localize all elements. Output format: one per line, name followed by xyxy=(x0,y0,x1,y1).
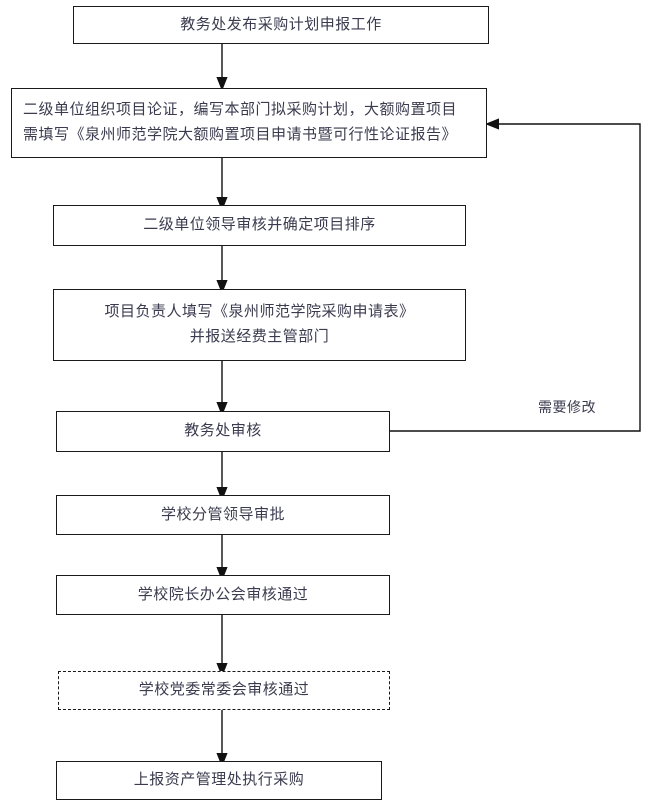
node-project-owner-fill-form[interactable]: 项目负责人填写《泉州师范学院采购申请表》 并报送经费主管部门 xyxy=(53,289,466,361)
node-presidents-office-meeting-line-1: 学校院长办公会审核通过 xyxy=(137,586,309,603)
node-party-committee-meeting-line-1: 学校党委常委会审核通过 xyxy=(138,682,310,698)
node-academic-affairs-review-line-1: 教务处审核 xyxy=(184,423,262,439)
node-publish-plan[interactable]: 教务处发布采购计划申报工作 xyxy=(73,6,489,44)
node-school-leader-approval-line-1: 学校分管领导审批 xyxy=(160,506,285,523)
node-report-asset-management[interactable]: 上报资产管理处执行采购 xyxy=(56,761,382,800)
node-project-owner-fill-form-line-1: 项目负责人填写《泉州师范学院采购申请表》 xyxy=(104,304,415,320)
node-unit-leader-review[interactable]: 二级单位领导审核并确定项目排序 xyxy=(53,205,466,246)
node-presidents-office-meeting[interactable]: 学校院长办公会审核通过 xyxy=(56,575,390,615)
node-project-owner-fill-form-line-2: 并报送经费主管部门 xyxy=(189,329,330,345)
node-unit-organize-demonstration-line-1: 二级单位组织项目论证，编写本部门拟采购计划，大额购置项目 xyxy=(23,102,458,118)
node-unit-organize-demonstration-line-2: 需填写《泉州师范学院大额购置项目申请书暨可行性论证报告》 xyxy=(23,127,458,143)
node-school-leader-approval[interactable]: 学校分管领导审批 xyxy=(56,495,390,535)
edge-label-needs-revision: 需要修改 xyxy=(538,401,596,416)
node-publish-plan-line-1: 教务处发布采购计划申报工作 xyxy=(180,16,382,33)
node-unit-leader-review-line-1: 二级单位领导审核并确定项目排序 xyxy=(143,217,376,233)
node-academic-affairs-review[interactable]: 教务处审核 xyxy=(56,411,390,452)
connector-feedback-needs-revision xyxy=(390,118,641,432)
node-unit-organize-demonstration[interactable]: 二级单位组织项目论证，编写本部门拟采购计划，大额购置项目 需填写《泉州师范学院大… xyxy=(11,88,487,158)
node-report-asset-management-line-1: 上报资产管理处执行采购 xyxy=(133,772,305,788)
node-party-committee-meeting[interactable]: 学校党委常委会审核通过 xyxy=(58,671,390,710)
